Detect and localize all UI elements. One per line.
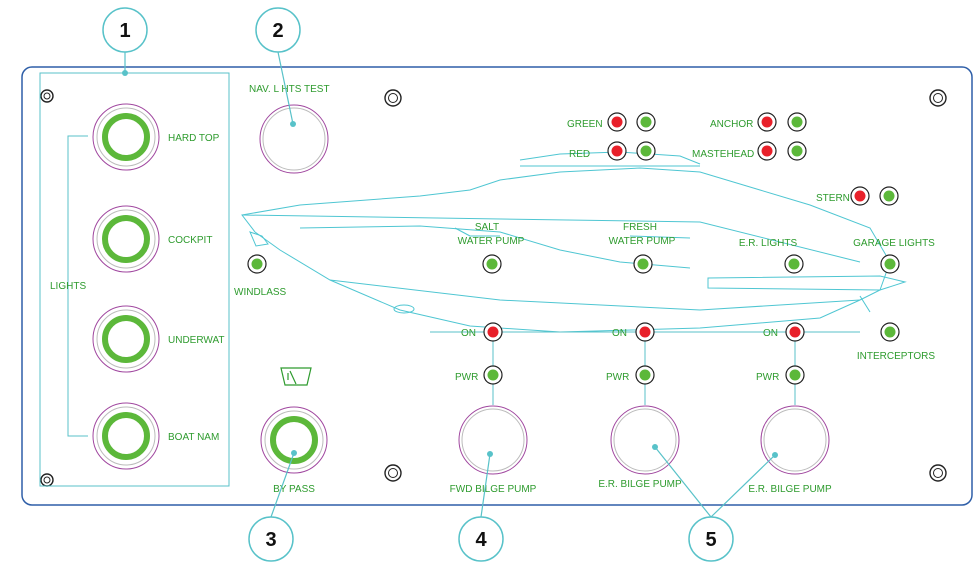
led-pump2-on	[635, 322, 655, 342]
pump3-on-label: ON	[763, 328, 778, 339]
boat-outline	[241, 151, 907, 333]
indicator-label-salt-2: WATER PUMP	[458, 236, 525, 247]
led-anchor-green	[787, 112, 807, 132]
callout-4: 4	[458, 516, 504, 562]
nav-lights-test-button[interactable]	[259, 104, 329, 174]
lights-bracket	[67, 135, 88, 437]
switch-underwater[interactable]	[92, 305, 160, 373]
indicator-label-fresh-2: WATER PUMP	[609, 236, 676, 247]
indicator-label-garage-lights: GARAGE LIGHTS	[853, 238, 935, 249]
led-stern-green	[879, 186, 899, 206]
callout-2: 2	[255, 7, 301, 53]
led-red-green	[636, 141, 656, 161]
indicator-label-fresh-1: FRESH	[623, 222, 657, 233]
switch-label-hard-top: HARD TOP	[168, 133, 220, 144]
lights-group-frame	[39, 72, 230, 487]
bypass-button[interactable]	[260, 406, 328, 474]
screw-icon	[40, 473, 54, 487]
led-pump2-pwr	[635, 365, 655, 385]
switch-cockpit[interactable]	[92, 205, 160, 273]
led-label-red: RED	[569, 149, 590, 160]
led-pump3-on	[785, 322, 805, 342]
switch-label-boat-name: BOAT NAM	[168, 432, 219, 443]
screw-icon	[929, 464, 947, 482]
pump3-pwr-label: PWR	[756, 372, 779, 383]
pump1-pwr-label: PWR	[455, 372, 478, 383]
svg-text:2: 2	[272, 20, 283, 42]
bypass-label: BY PASS	[273, 484, 315, 495]
led-label-masthead: MASTEHEAD	[692, 149, 754, 160]
led-label-anchor: ANCHOR	[710, 119, 753, 130]
callout-1: 1	[102, 7, 148, 53]
led-interceptors	[880, 322, 900, 342]
fwd-bilge-pump-button[interactable]	[458, 405, 528, 475]
led-pump1-pwr	[483, 365, 503, 385]
nav-test-label: NAV. L HTS TEST	[249, 84, 330, 95]
led-windlass	[247, 254, 267, 274]
led-anchor-red	[757, 112, 777, 132]
pump3-label: E.R. BILGE PUMP	[748, 484, 832, 495]
led-salt-water-pump	[482, 254, 502, 274]
switch-hard-top[interactable]	[92, 103, 160, 171]
screw-icon	[384, 89, 402, 107]
switch-label-cockpit: COCKPIT	[168, 235, 212, 246]
screw-icon	[40, 89, 54, 103]
indicator-label-windlass: WINDLASS	[234, 287, 287, 298]
svg-text:1: 1	[119, 20, 130, 42]
led-label-stern: STERN	[816, 193, 850, 204]
led-pump3-pwr	[785, 365, 805, 385]
led-garage-lights	[880, 254, 900, 274]
callout-3: 3	[248, 516, 294, 562]
switch-boat-name[interactable]	[92, 402, 160, 470]
led-masthead-green	[787, 141, 807, 161]
led-stern-red	[850, 186, 870, 206]
pump1-on-label: ON	[461, 328, 476, 339]
led-er-lights	[784, 254, 804, 274]
led-label-green: GREEN	[567, 119, 603, 130]
pump1-label: FWD BILGE PUMP	[450, 484, 537, 495]
svg-text:3: 3	[265, 529, 276, 551]
svg-text:5: 5	[705, 529, 716, 551]
led-pump1-on	[483, 322, 503, 342]
wiper-icon	[280, 367, 312, 386]
pump2-label: E.R. BILGE PUMP	[598, 479, 682, 490]
callout-5: 5	[688, 516, 734, 562]
indicator-label-er-lights: E.R. LIGHTS	[739, 238, 798, 249]
leader-dot	[122, 70, 778, 458]
callout-leaders	[124, 51, 776, 518]
indicator-label-salt-1: SALT	[475, 222, 499, 233]
led-masthead-red	[757, 141, 777, 161]
er-bilge-pump-button-1[interactable]	[610, 405, 680, 475]
led-fresh-water-pump	[633, 254, 653, 274]
panel-border	[21, 66, 973, 506]
svg-text:4: 4	[475, 529, 487, 551]
screw-icon	[384, 464, 402, 482]
led-green-red	[607, 112, 627, 132]
er-bilge-pump-button-2[interactable]	[760, 405, 830, 475]
switch-label-underwater: UNDERWAT	[168, 335, 224, 346]
lights-group-label: LIGHTS	[50, 281, 86, 292]
led-green-green	[636, 112, 656, 132]
screw-icon	[929, 89, 947, 107]
pump2-on-label: ON	[612, 328, 627, 339]
pump2-pwr-label: PWR	[606, 372, 629, 383]
led-red-red	[607, 141, 627, 161]
indicator-label-interceptors: INTERCEPTORS	[857, 351, 935, 362]
